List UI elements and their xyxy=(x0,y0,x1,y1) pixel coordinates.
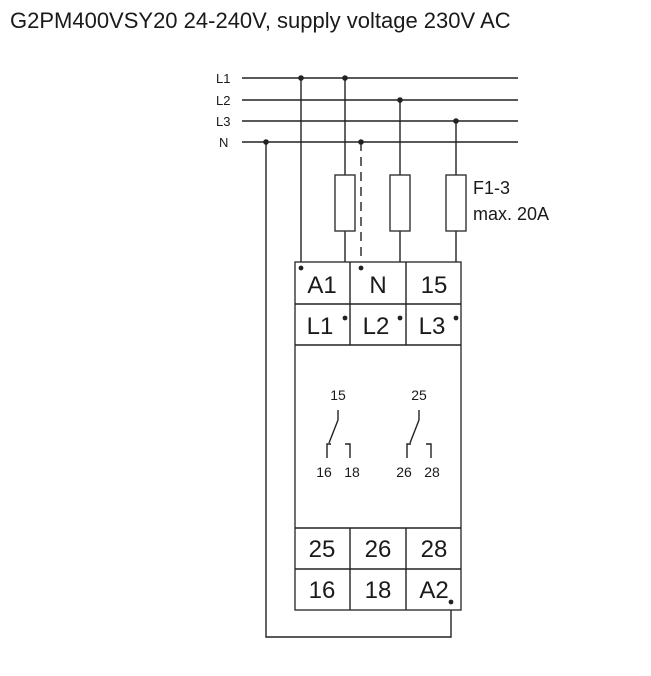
contact-2-no xyxy=(426,443,432,458)
terminal-28: 28 xyxy=(421,536,448,563)
terminal-dot xyxy=(358,265,364,271)
junction-dots xyxy=(263,75,459,145)
terminal-a1: A1 xyxy=(307,272,336,299)
fuse-l3 xyxy=(445,174,467,232)
phase-bus: L1 L2 L3 N xyxy=(216,71,518,150)
fuse-l1 xyxy=(334,174,356,232)
phase-label-l1: L1 xyxy=(216,71,230,86)
junction-dot xyxy=(342,75,348,81)
contact-symbol-2: 25 26 28 xyxy=(396,387,440,480)
contact-2-no-label: 28 xyxy=(424,464,440,480)
contact-1-no xyxy=(345,443,351,458)
contact-1-nc-label: 16 xyxy=(316,464,332,480)
terminal-dot xyxy=(397,315,403,321)
contact-2-common-label: 25 xyxy=(411,387,427,403)
contact-2-nc-label: 26 xyxy=(396,464,412,480)
terminal-18: 18 xyxy=(365,577,392,604)
contact-1-common-label: 15 xyxy=(330,387,346,403)
phase-label-l3: L3 xyxy=(216,114,230,129)
junction-dot xyxy=(298,75,304,81)
contact-1-nc xyxy=(326,443,331,458)
terminal-dot xyxy=(453,315,459,321)
fuse-rating: max. 20A xyxy=(473,204,549,224)
junction-dot xyxy=(358,139,364,145)
terminal-l2: L2 xyxy=(363,313,390,340)
terminal-16: 16 xyxy=(309,577,336,604)
terminal-15: 15 xyxy=(421,272,448,299)
relay-device: A1 N 15 L1 L2 L3 25 26 28 16 18 A2 xyxy=(294,261,462,611)
terminal-l1: L1 xyxy=(307,313,334,340)
contact-1-blade xyxy=(328,419,339,444)
device-outline xyxy=(294,261,462,611)
fuse-l2 xyxy=(389,174,411,232)
terminal-l3: L3 xyxy=(419,313,446,340)
fuses: F1-3 max. 20A xyxy=(334,174,549,232)
phase-label-l2: L2 xyxy=(216,93,230,108)
wire-n-return-a2 xyxy=(265,142,452,638)
contact-2-blade xyxy=(409,419,420,444)
contact-2-nc xyxy=(406,443,411,458)
fuse-label: F1-3 xyxy=(473,178,510,198)
contact-symbol-1: 15 16 18 xyxy=(316,387,360,480)
terminal-dot xyxy=(342,315,348,321)
terminal-a2: A2 xyxy=(419,577,448,604)
phase-label-n: N xyxy=(219,135,228,150)
terminal-n: N xyxy=(369,272,386,299)
junction-dot xyxy=(397,97,403,103)
terminal-26: 26 xyxy=(365,536,392,563)
terminal-dot xyxy=(298,265,304,271)
diagram-title: G2PM400VSY20 24-240V, supply voltage 230… xyxy=(10,8,511,33)
terminal-25: 25 xyxy=(309,536,336,563)
terminal-dot xyxy=(448,599,454,605)
contact-1-no-label: 18 xyxy=(344,464,360,480)
junction-dot xyxy=(453,118,459,124)
junction-dot xyxy=(263,139,269,145)
